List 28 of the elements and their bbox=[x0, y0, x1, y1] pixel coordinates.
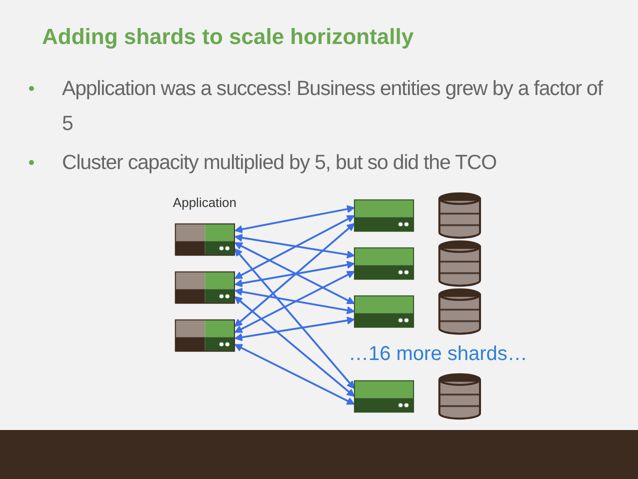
double-arrow bbox=[234, 316, 355, 342]
server-symbol bbox=[354, 295, 414, 328]
double-arrow bbox=[234, 234, 355, 259]
server-symbol bbox=[354, 380, 414, 413]
slide-title: Adding shards to scale horizontally bbox=[42, 24, 414, 50]
double-arrow bbox=[234, 205, 355, 234]
server-symbol bbox=[354, 247, 414, 280]
database-cylinder bbox=[438, 373, 481, 420]
bullet-text: Application was a success! Business entities grew by a factor of 5 bbox=[62, 76, 604, 137]
double-arrow bbox=[234, 344, 355, 405]
double-arrow bbox=[234, 248, 355, 389]
server-symbol bbox=[174, 271, 235, 304]
server-symbol bbox=[174, 319, 235, 352]
double-arrow bbox=[234, 260, 355, 288]
server-symbol bbox=[174, 223, 235, 256]
double-arrow bbox=[234, 223, 355, 327]
server-symbol bbox=[354, 199, 414, 232]
database-cylinder bbox=[438, 288, 481, 335]
database-cylinder bbox=[438, 240, 481, 287]
double-arrow bbox=[234, 271, 355, 333]
double-arrow bbox=[234, 296, 355, 397]
bullet-text: Cluster capacity multiplied by 5, but so did the TCO bbox=[62, 150, 498, 176]
double-arrow bbox=[234, 215, 355, 279]
database-cylinder bbox=[438, 192, 481, 239]
column-label: Application bbox=[172, 194, 237, 210]
annotation-text: …16 more shards… bbox=[348, 342, 528, 366]
double-arrow bbox=[234, 242, 355, 304]
double-arrow bbox=[234, 288, 355, 314]
